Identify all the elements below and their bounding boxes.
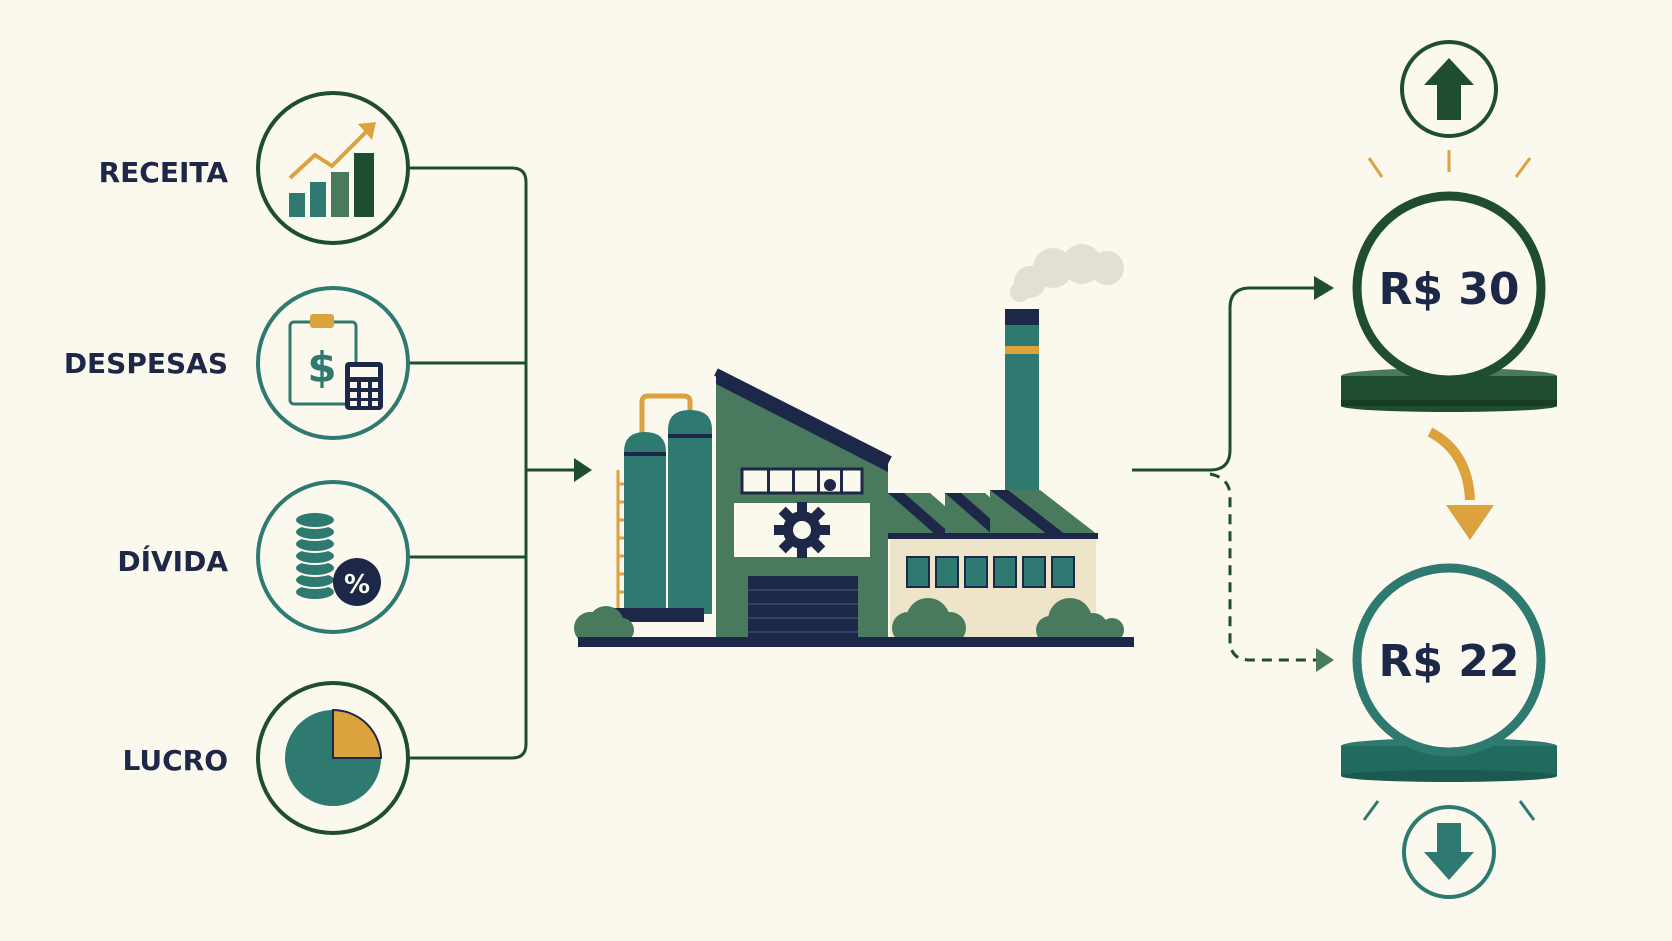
high-value-coin: R$ 30 xyxy=(1341,191,1557,412)
arrow-to-factory-icon xyxy=(574,458,592,482)
svg-text:$: $ xyxy=(307,343,336,392)
debt-coins-icon: % xyxy=(256,480,410,634)
label-receita: RECEITA xyxy=(99,156,229,189)
sparkle-rays-top xyxy=(1367,150,1532,178)
low-value-coin: R$ 22 xyxy=(1341,563,1557,782)
expenses-clipboard-icon: $ xyxy=(256,286,410,440)
arrow-to-low-icon xyxy=(1316,648,1334,672)
decline-arrow-icon xyxy=(1427,427,1494,540)
output-connectors xyxy=(1132,286,1316,662)
label-lucro: LUCRO xyxy=(123,744,229,777)
arrow-down-icon xyxy=(1402,805,1496,899)
sparkle-rays-bottom xyxy=(1362,800,1536,821)
revenue-chart-icon xyxy=(256,91,410,245)
profit-pie-icon xyxy=(256,681,410,835)
price-high: R$ 30 xyxy=(1378,264,1519,315)
svg-text:%: % xyxy=(344,570,370,600)
factory-icon xyxy=(574,244,1134,647)
arrow-up-icon xyxy=(1400,40,1498,138)
price-low: R$ 22 xyxy=(1378,636,1519,687)
label-despesas: DESPESAS xyxy=(64,347,228,380)
label-divida: DÍVIDA xyxy=(117,544,228,578)
arrow-to-high-icon xyxy=(1314,276,1334,300)
input-connectors xyxy=(409,166,576,760)
